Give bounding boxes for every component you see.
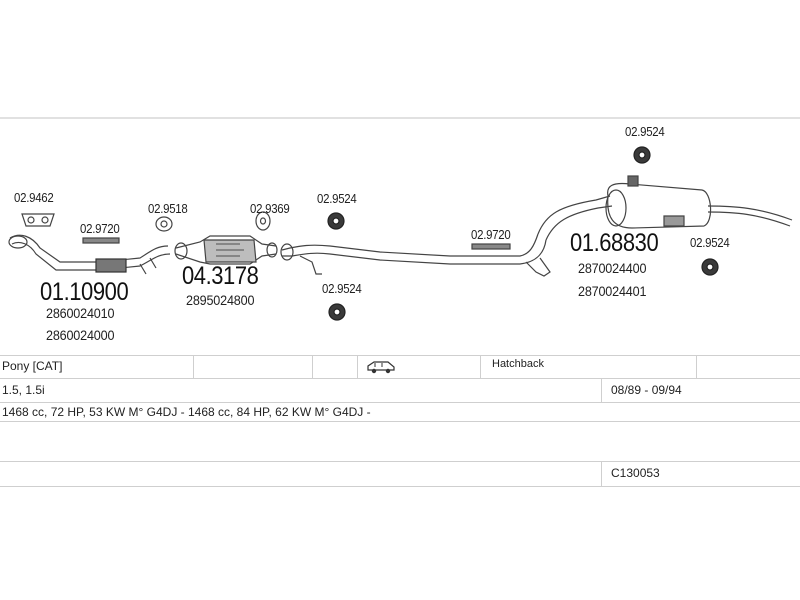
- rubber-mount-icon-1: [327, 212, 345, 230]
- rubber-mount-1-code: 02.9524: [317, 191, 357, 206]
- table-border-top: [0, 355, 800, 356]
- car-hatchback-icon: [367, 361, 395, 374]
- table-border: [0, 378, 800, 379]
- rear-silencer-oem-1: 2870024400: [578, 260, 647, 276]
- flange-left-code: 02.9462: [14, 190, 54, 205]
- front-pipe-oem-1: 2860024010: [46, 305, 115, 321]
- table-divider: [601, 461, 602, 486]
- table-divider: [696, 355, 697, 378]
- table-divider: [480, 355, 481, 378]
- catalyst-oem: 2895024800: [186, 292, 255, 308]
- rubber-mount-4-code: 02.9524: [690, 235, 730, 250]
- gasket-cat-icon: [155, 216, 173, 232]
- table-divider: [601, 378, 602, 402]
- body-type: Hatchback: [492, 358, 544, 370]
- rubber-mount-2-code: 02.9524: [322, 281, 362, 296]
- front-pipe-drawing: [8, 234, 171, 275]
- gasket-mid-icon: [471, 243, 511, 250]
- table-divider: [193, 355, 194, 378]
- engine-specs: 1468 cc, 72 HP, 53 KW M° G4DJ - 1468 cc,…: [2, 405, 371, 419]
- table-border-bottom: [0, 486, 800, 487]
- engine-size: 1.5, 1.5i: [2, 383, 45, 397]
- rear-silencer-drawing: [537, 175, 793, 241]
- gasket-cat-code: 02.9518: [148, 201, 188, 216]
- rubber-mount-3-code: 02.9524: [625, 124, 665, 139]
- rubber-mount-icon-3: [633, 146, 651, 164]
- flange-left-icon: [21, 213, 55, 227]
- vehicle-model: Pony [CAT]: [2, 359, 63, 373]
- gasket-left-code: 02.9720: [80, 221, 120, 236]
- gasket-left-icon: [82, 237, 120, 244]
- table-divider: [357, 355, 358, 378]
- gasket-after-cat-code: 02.9369: [250, 201, 290, 216]
- table-border: [0, 421, 800, 422]
- production-years: 08/89 - 09/94: [611, 383, 682, 397]
- rubber-mount-icons: [327, 146, 719, 321]
- rear-silencer-code: 01.68830: [570, 229, 659, 257]
- catalyst-drawing: [174, 235, 278, 265]
- rubber-mount-icon-2: [328, 303, 346, 321]
- table-border: [0, 461, 800, 462]
- gasket-after-cat-icon: [255, 211, 271, 231]
- rubber-mount-icon-4: [701, 258, 719, 276]
- middle-pipe-drawing: [280, 233, 551, 277]
- catalog-number: C130053: [611, 466, 660, 480]
- table-border: [0, 402, 800, 403]
- front-pipe-code: 01.10900: [40, 278, 129, 306]
- rear-silencer-oem-2: 2870024401: [578, 283, 647, 299]
- table-divider: [312, 355, 313, 378]
- front-pipe-oem-2: 2860024000: [46, 327, 115, 343]
- catalyst-code: 04.3178: [182, 262, 259, 290]
- gasket-mid-code: 02.9720: [471, 227, 511, 242]
